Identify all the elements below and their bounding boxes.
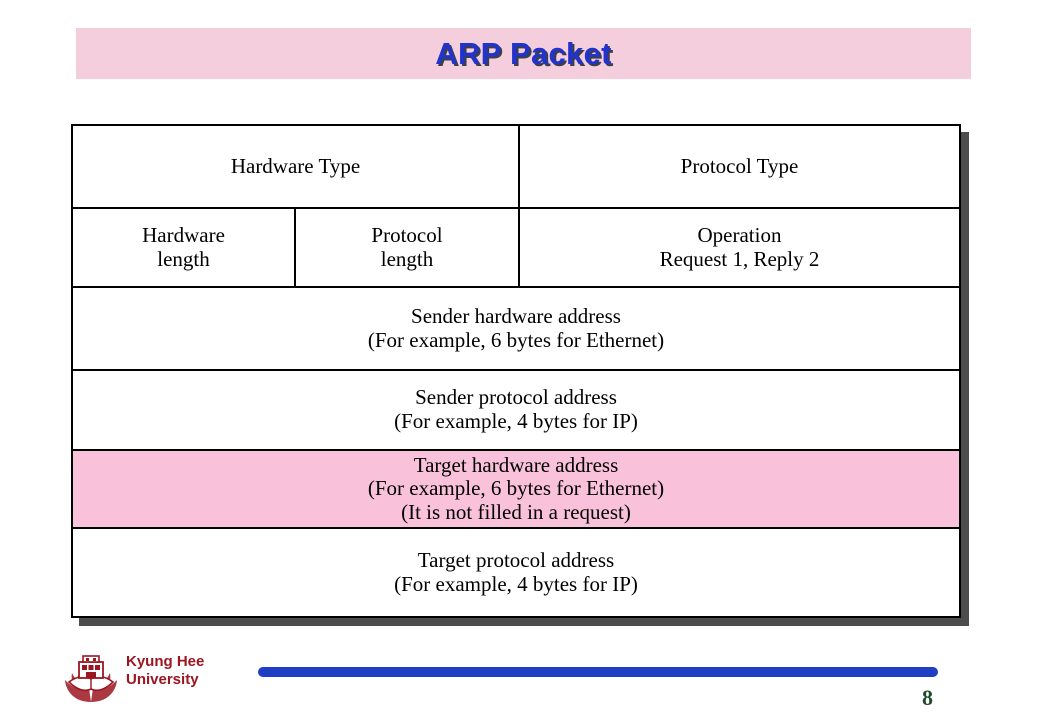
cell-line: Request 1, Reply 2 <box>659 246 820 271</box>
packet-table: Hardware Type Protocol Type Hardware len… <box>71 124 961 618</box>
cell-target-protocol-address: Target protocol address (For example, 4 … <box>73 529 959 616</box>
cell-line: Operation <box>697 222 782 247</box>
cell-line: length <box>157 246 210 271</box>
cell-target-hardware-address: Target hardware address (For example, 6 … <box>73 451 959 527</box>
footer-accent-bar <box>258 667 938 677</box>
cell-line: (For example, 6 bytes for Ethernet) <box>367 476 665 501</box>
cell-line: (For example, 6 bytes for Ethernet) <box>367 327 665 352</box>
cell-line: Sender protocol address <box>415 385 617 410</box>
cell-line: (For example, 4 bytes for IP) <box>394 571 638 596</box>
cell-line: Target hardware address <box>413 452 619 477</box>
cell-line: Hardware <box>142 222 225 247</box>
cell-protocol-type: Protocol Type <box>520 126 959 207</box>
kyung-hee-crest-icon <box>63 652 119 704</box>
page-title: ARP Packet <box>435 36 612 71</box>
cell-line: Hardware Type <box>230 153 361 178</box>
cell-hardware-length: Hardware length <box>73 209 296 286</box>
cell-hardware-type: Hardware Type <box>73 126 520 207</box>
cell-line: Protocol <box>371 222 443 247</box>
cell-line: Target protocol address <box>417 547 615 572</box>
university-name-line-2: University <box>126 671 199 688</box>
page-number: 8 <box>922 685 933 710</box>
university-name-line-1: Kyung Hee <box>126 653 205 670</box>
cell-line: length <box>380 246 434 271</box>
table-row: Hardware Type Protocol Type <box>73 126 959 209</box>
cell-sender-protocol-address: Sender protocol address (For example, 4 … <box>73 371 959 449</box>
table-row: Sender hardware address (For example, 6 … <box>73 288 959 371</box>
cell-line: (It is not filled in a request) <box>401 499 631 524</box>
cell-sender-hardware-address: Sender hardware address (For example, 6 … <box>73 288 959 369</box>
cell-line: Protocol Type <box>680 153 799 178</box>
university-name: Kyung Hee University <box>126 653 204 689</box>
cell-operation: Operation Request 1, Reply 2 <box>520 209 959 286</box>
table-row-highlighted: Target hardware address (For example, 6 … <box>73 451 959 529</box>
cell-line: Sender hardware address <box>411 303 621 328</box>
table-row: Sender protocol address (For example, 4 … <box>73 371 959 451</box>
table-row: Target protocol address (For example, 4 … <box>73 529 959 616</box>
cell-protocol-length: Protocol length <box>296 209 520 286</box>
cell-line: (For example, 4 bytes for IP) <box>394 409 638 433</box>
table-row: Hardware length Protocol length Operatio… <box>73 209 959 288</box>
arp-packet-diagram: Hardware Type Protocol Type Hardware len… <box>71 124 969 626</box>
slide-title-banner: ARP Packet <box>76 28 971 79</box>
